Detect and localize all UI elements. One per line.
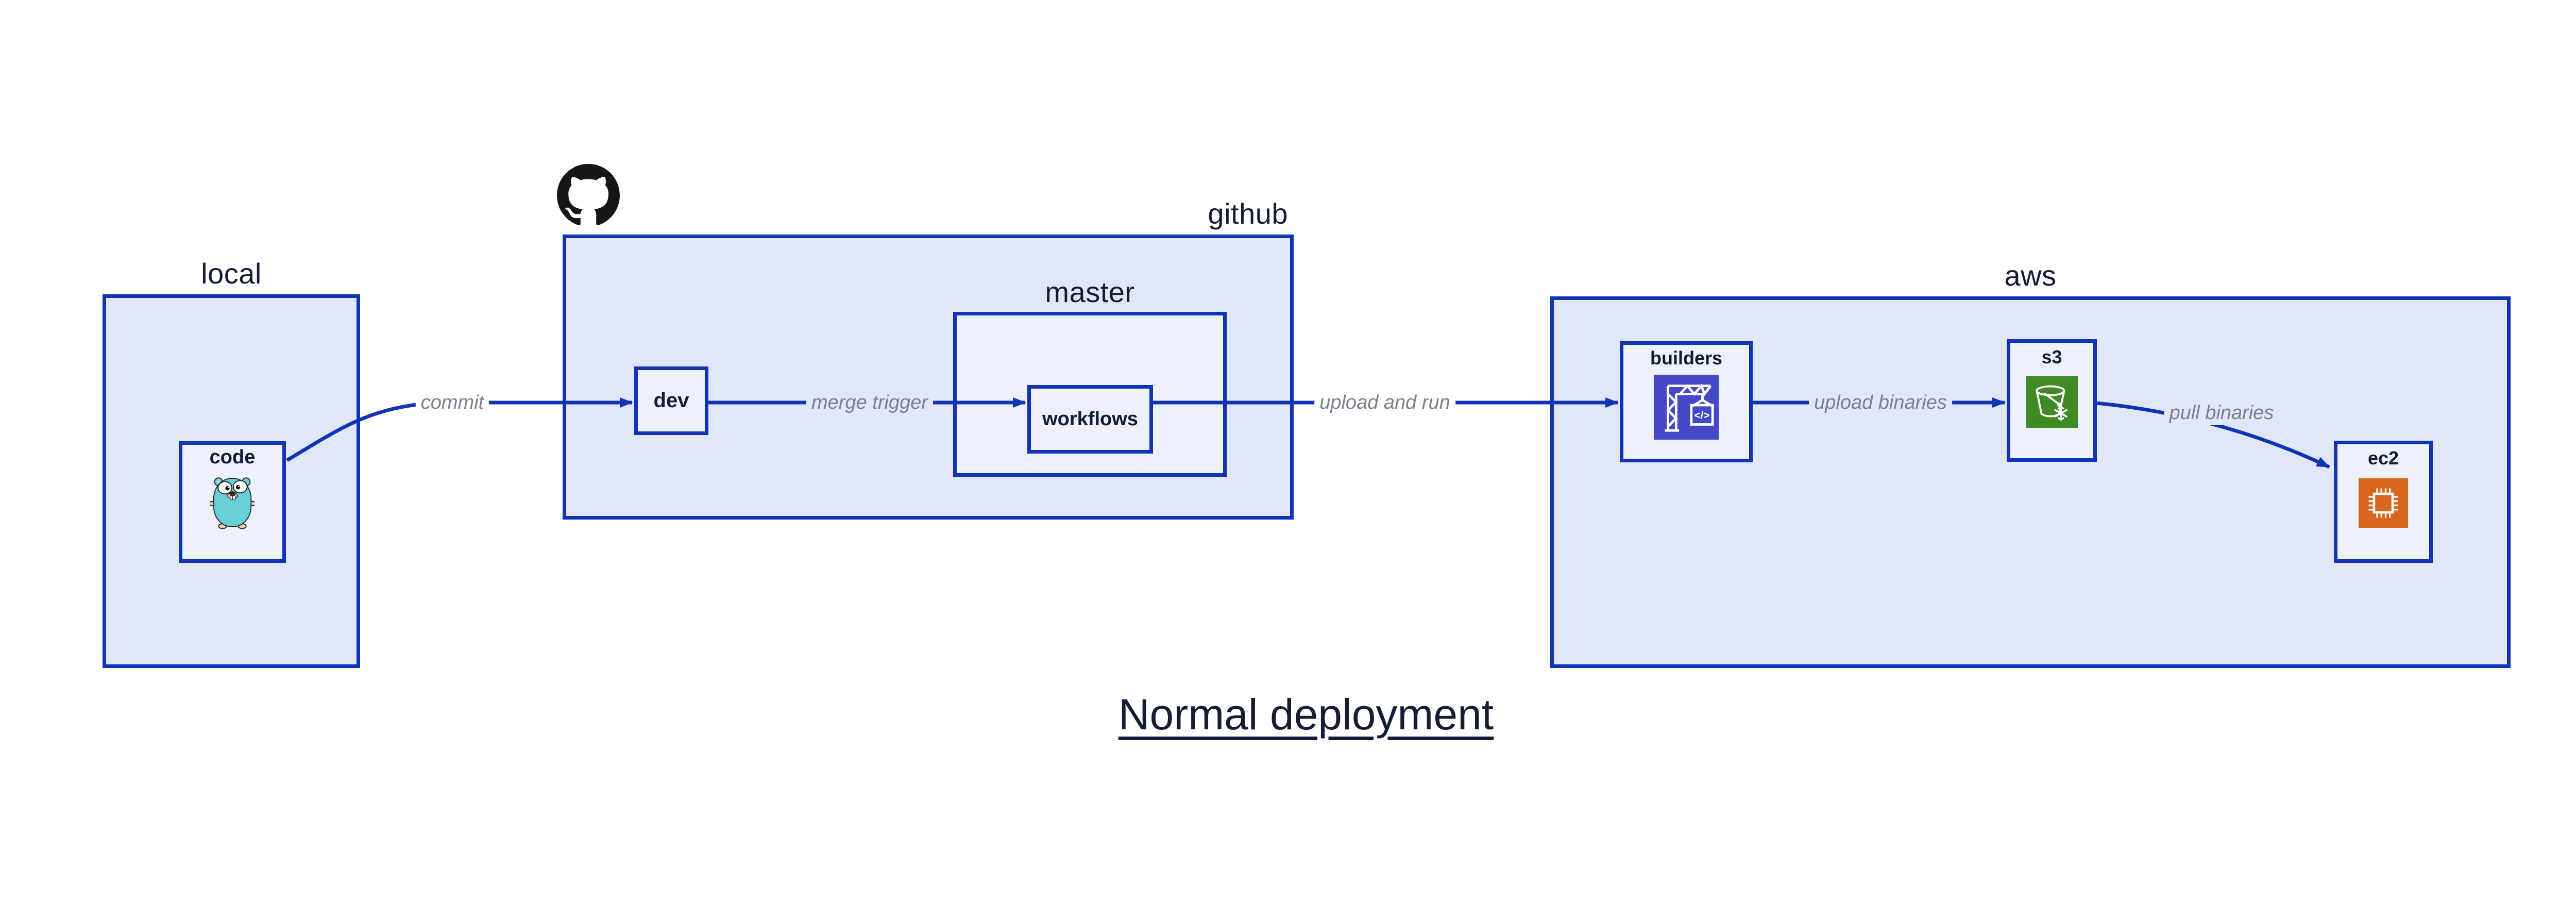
node-ec2-label: ec2 [2367, 447, 2399, 469]
master-container-label: master [1045, 276, 1135, 308]
aws-s3-glacier-icon [2026, 376, 2078, 428]
node-builders-label: builders [1650, 347, 1723, 369]
node-code-label: code [209, 446, 256, 468]
edge-label-pull-binaries: pull binaries [2164, 400, 2279, 425]
aws-codebuild-icon: </> [1654, 375, 1719, 440]
diagram-title: Normal deployment [1118, 690, 1494, 739]
edge-label-merge-trigger: merge trigger [806, 390, 933, 415]
edge-label-upload-binaries: upload binaries [1809, 390, 1952, 415]
github-octocat-logo [556, 164, 620, 227]
edge-label-upload-and-run: upload and run [1314, 390, 1455, 415]
node-dev: dev [634, 366, 708, 435]
node-dev-label: dev [653, 389, 689, 412]
node-workflows-label: workflows [1042, 408, 1138, 430]
aws-container-label: aws [2004, 259, 2057, 292]
local-container-label: local [201, 257, 262, 290]
github-container-label: github [1208, 197, 1288, 230]
edge-label-commit: commit [415, 390, 489, 415]
aws-ec2-icon [2359, 478, 2408, 528]
svg-text:</>: </> [1694, 410, 1710, 422]
go-gopher-icon [209, 475, 256, 530]
node-s3-label: s3 [2041, 346, 2062, 368]
node-workflows: workflows [1027, 385, 1153, 454]
